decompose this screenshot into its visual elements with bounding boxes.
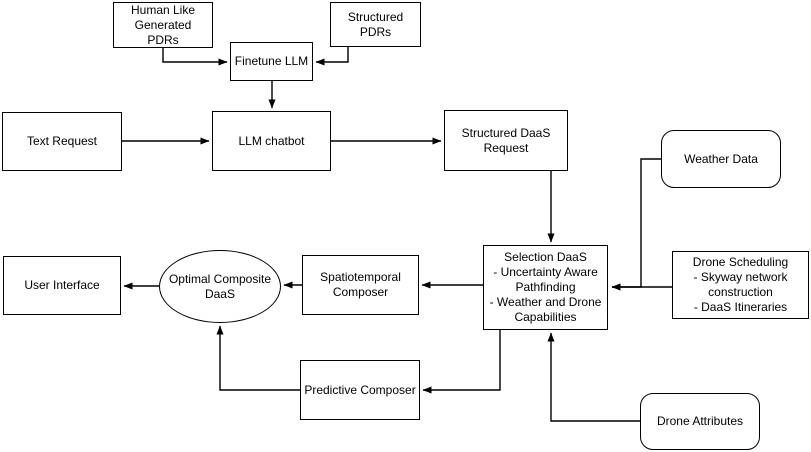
node-label: Spatiotemporal Composer	[320, 270, 401, 299]
edge-human-pdrs-to-finetune	[162, 48, 228, 66]
node-finetune-llm[interactable]: Finetune LLM	[230, 42, 313, 81]
node-selection-daas[interactable]: Selection DaaS - Uncertainty Aware Pathf…	[483, 245, 608, 330]
edge-weather-to-selection	[611, 158, 661, 291]
node-label: Text Request	[26, 134, 98, 148]
node-drone-scheduling[interactable]: Drone Scheduling - Skyway network constr…	[672, 251, 809, 319]
node-user-interface[interactable]: User Interface	[3, 256, 121, 315]
node-weather-data[interactable]: Weather Data	[661, 130, 781, 188]
node-label: Finetune LLM	[234, 54, 309, 68]
node-label: Optimal Composite DaaS	[168, 271, 272, 301]
node-structured-pdrs[interactable]: Structured PDRs	[330, 2, 421, 47]
node-label: Drone Attributes	[656, 414, 744, 428]
edge-drone-attributes-to-selection	[547, 332, 640, 422]
node-label: Structured DaaS Request	[461, 125, 551, 155]
node-structured-daas-request[interactable]: Structured DaaS Request	[444, 110, 568, 171]
node-label: Human Like Generated PDRs	[130, 2, 196, 47]
node-text-request[interactable]: Text Request	[2, 112, 122, 171]
edge-structured-pdrs-to-finetune	[315, 47, 349, 66]
node-label: Structured PDRs	[347, 9, 404, 39]
node-human-like-generated-pdrs[interactable]: Human Like Generated PDRs	[113, 2, 213, 48]
node-label: LLM chatbot	[238, 133, 305, 148]
node-optimal-composite-daas[interactable]: Optimal Composite DaaS	[159, 250, 281, 323]
node-label: Predictive Composer	[304, 382, 416, 397]
node-label: Weather Data	[684, 151, 758, 166]
node-label: User Interface	[24, 278, 100, 292]
edge-predictive-to-optimal	[216, 325, 300, 391]
edge-selection-to-predictive	[422, 330, 501, 394]
node-spatiotemporal-composer[interactable]: Spatiotemporal Composer	[302, 255, 419, 315]
node-drone-attributes[interactable]: Drone Attributes	[640, 393, 760, 450]
node-label: Drone Scheduling - Skyway network constr…	[692, 255, 789, 314]
node-predictive-composer[interactable]: Predictive Composer	[300, 360, 420, 420]
node-label: Selection DaaS - Uncertainty Aware Pathf…	[489, 250, 602, 324]
node-llm-chatbot[interactable]: LLM chatbot	[212, 111, 331, 171]
